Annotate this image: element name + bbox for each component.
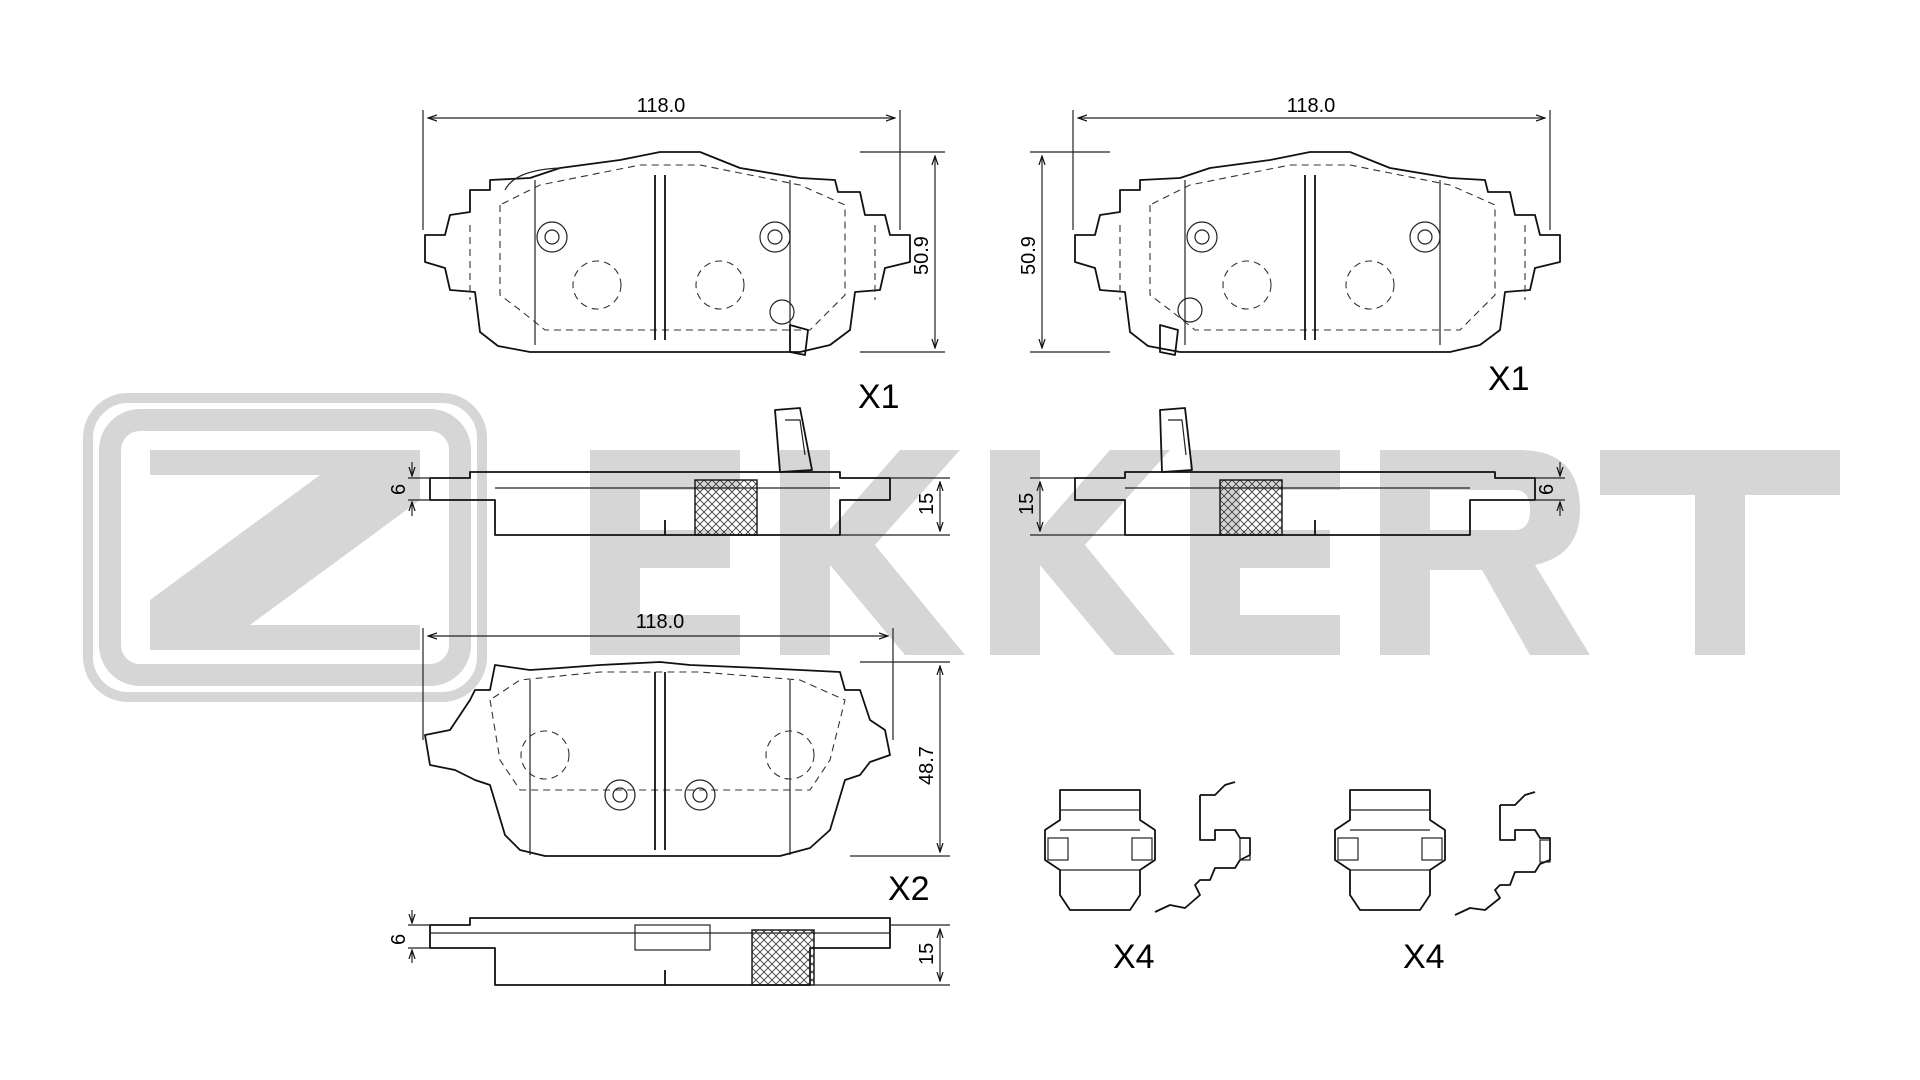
pad-top-left-hidden-edges xyxy=(469,225,876,300)
dim-bottom-thickness-label: 15 xyxy=(916,943,938,965)
dim-bottom-thickness: 15 xyxy=(810,924,950,986)
dim-top-left-plate-label: 6 xyxy=(388,484,410,495)
pad-top-left-pin xyxy=(536,221,568,253)
dim-bottom-height: 48.7 xyxy=(850,661,950,857)
pad-top-right-wear-sensor xyxy=(1159,324,1179,356)
pad-top-right-side-sensor xyxy=(1159,407,1193,473)
dim-bottom-height-label: 48.7 xyxy=(916,746,938,785)
pad-top-right-front-view xyxy=(1074,151,1561,356)
pad-top-left-side-plate xyxy=(429,471,891,536)
pad-top-right-pin xyxy=(1186,221,1218,253)
dim-top-right-thickness-label: 15 xyxy=(1016,493,1038,515)
pad-top-right-piston-circle-2 xyxy=(1345,260,1395,310)
dim-top-right-thickness: 15 xyxy=(1016,477,1125,536)
clip-right-tab-2 xyxy=(1421,837,1443,861)
pad-bottom-side-shim-hatch xyxy=(751,929,815,986)
clip-left-spring xyxy=(1154,781,1251,913)
dim-top-right-plate-label: 6 xyxy=(1536,484,1558,495)
dim-top-right-height: 50.9 xyxy=(1018,151,1110,353)
pad-bottom-pin-2-inner xyxy=(692,787,708,803)
pad-top-right-sensor-hole xyxy=(1177,297,1203,323)
pad-top-right-pin-2 xyxy=(1409,221,1441,253)
dim-top-right-width-label: 118.0 xyxy=(1287,95,1336,117)
pad-bottom-pin xyxy=(604,779,636,811)
pad-top-right-hidden-edges xyxy=(1119,225,1526,300)
dim-top-left-width: 118.0 xyxy=(422,95,901,230)
logo-text: ZEKKERT xyxy=(960,1074,970,1076)
pad-top-left-sensor-hole xyxy=(769,299,795,325)
dim-top-left-thickness: 15 xyxy=(840,477,950,536)
dim-top-left-width-label: 118.0 xyxy=(637,95,686,117)
pad-top-right-friction-outline xyxy=(1149,164,1496,331)
dim-top-right-width: 118.0 xyxy=(1072,95,1551,230)
clip-left-tab-2 xyxy=(1131,837,1153,861)
logo-z-outer-frame xyxy=(83,393,487,702)
clip-right-body xyxy=(1334,789,1446,911)
logo-z-frame xyxy=(99,409,471,686)
dim-top-left-height-label: 50.9 xyxy=(911,236,933,275)
dim-top-left-height: 50.9 xyxy=(860,151,945,353)
logo-letter-t xyxy=(1600,450,1840,655)
pad-top-left-edge-line xyxy=(504,167,561,191)
pad-top-left-side-shim-hatch xyxy=(694,479,758,536)
pad-top-right-side-view xyxy=(1074,407,1536,536)
pad-top-left-pin-2 xyxy=(759,221,791,253)
pad-top-left-pin-inner xyxy=(544,229,560,245)
clip-left-spring-tab xyxy=(1239,837,1251,861)
pad-top-right-side-shim-hatch xyxy=(1219,479,1283,536)
clip-left-body xyxy=(1044,789,1156,911)
logo-letter-k1 xyxy=(780,450,965,655)
clip-right-spring xyxy=(1454,791,1551,916)
qty-pad-top-left: X1 xyxy=(858,378,900,416)
clip-right-tab xyxy=(1337,837,1359,861)
pad-top-left-piston-circle-2 xyxy=(695,260,745,310)
dim-bottom-plate-label: 6 xyxy=(388,934,410,945)
pad-top-left-wear-sensor xyxy=(789,324,809,356)
pad-bottom-side-view xyxy=(429,917,891,986)
pad-bottom-side-tab xyxy=(634,924,711,951)
dim-top-right-plate: 6 xyxy=(1535,462,1565,516)
zekkert-watermark-logo: ZEKKERT xyxy=(83,393,1840,1076)
logo-z-letter xyxy=(150,450,420,650)
dim-bottom-width: 118.0 xyxy=(422,611,894,740)
dim-bottom-width-label: 118.0 xyxy=(636,611,685,633)
pad-bottom-front-view xyxy=(424,661,891,857)
qty-pad-top-right: X1 xyxy=(1488,360,1530,398)
pad-top-left-front-view xyxy=(424,151,911,356)
dim-bottom-plate: 6 xyxy=(388,910,430,963)
pad-top-right-pin-2-inner xyxy=(1417,229,1433,245)
pad-top-right-side-sensor-wire xyxy=(1168,419,1187,456)
pad-top-left-friction-outline xyxy=(499,164,846,331)
pad-bottom-side-plate xyxy=(429,917,891,986)
pad-bottom-piston-circle-2 xyxy=(765,730,815,780)
pad-bottom-friction-outline xyxy=(489,671,846,791)
pad-top-left-pin-2-inner xyxy=(767,229,783,245)
dim-top-left-plate: 6 xyxy=(388,462,430,516)
clip-right-spring-tab xyxy=(1539,839,1551,863)
dim-top-left-thickness-label: 15 xyxy=(916,493,938,515)
pad-top-right-backplate xyxy=(1074,151,1561,353)
qty-clip-left: X4 xyxy=(1113,938,1155,976)
pad-top-left-side-view xyxy=(429,407,891,536)
logo-letter-e xyxy=(590,450,740,655)
logo-letter-r xyxy=(1380,450,1590,655)
pad-bottom-backplate xyxy=(424,661,891,857)
pad-top-left-side-sensor xyxy=(774,407,813,473)
logo-letter-k2 xyxy=(990,450,1175,655)
pad-bottom-pin-2 xyxy=(684,779,716,811)
clip-set-left xyxy=(1044,781,1251,913)
pad-top-left-backplate xyxy=(424,151,911,353)
qty-clip-right: X4 xyxy=(1403,938,1445,976)
pad-bottom-pin-inner xyxy=(612,787,628,803)
qty-pad-bottom: X2 xyxy=(888,870,930,908)
pad-top-right-piston-circle xyxy=(1222,260,1272,310)
pad-top-left-piston-circle xyxy=(572,260,622,310)
clip-set-right xyxy=(1334,789,1551,916)
pad-top-left-side-sensor-wire xyxy=(785,419,806,456)
dim-top-right-height-label: 50.9 xyxy=(1018,236,1040,275)
pad-top-right-pin-inner xyxy=(1194,229,1210,245)
clip-left-tab xyxy=(1047,837,1069,861)
pad-bottom-piston-circle xyxy=(520,730,570,780)
